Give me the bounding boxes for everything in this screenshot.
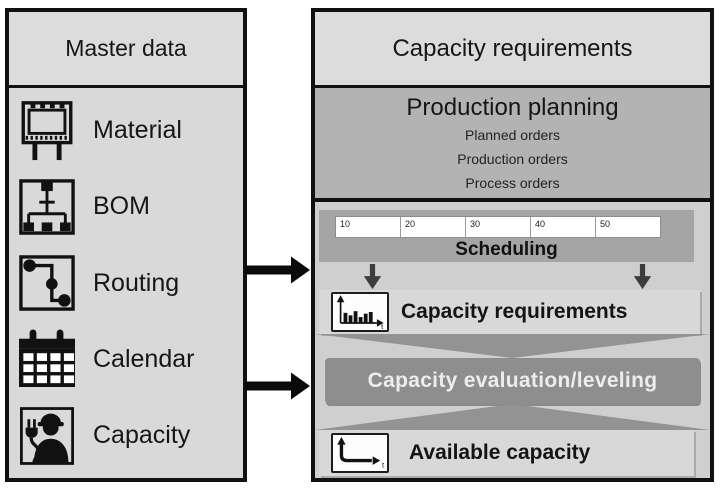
timeline-cell: 10 bbox=[336, 217, 401, 237]
timeline-cell: 40 bbox=[531, 217, 596, 237]
material-icon bbox=[17, 98, 77, 162]
capacity-evaluation-bar: Capacity evaluation/leveling bbox=[325, 358, 700, 404]
master-data-item-calendar: Calendar bbox=[9, 321, 243, 397]
master-data-item-material: Material bbox=[9, 92, 243, 168]
master-data-header: Master data bbox=[9, 12, 243, 88]
available-capacity-row-label: Available capacity bbox=[409, 441, 591, 464]
timeline-cell: 50 bbox=[600, 219, 611, 229]
routing-label: Routing bbox=[93, 268, 180, 297]
bom-icon bbox=[17, 178, 77, 236]
master-data-item-bom: BOM bbox=[9, 168, 243, 244]
order-type-planned: Planned orders bbox=[465, 127, 560, 143]
capacity-requirements-header: Capacity requirements bbox=[315, 12, 710, 88]
capacity-flow-area: 10 20 30 40 50 Scheduling bbox=[315, 202, 710, 478]
capacity-requirements-panel: Capacity requirements Production plannin… bbox=[311, 8, 714, 482]
timeline-cell: 20 bbox=[401, 217, 466, 237]
timeline-bar: 10 20 30 40 50 bbox=[335, 216, 661, 238]
routing-icon bbox=[17, 254, 77, 312]
down-arrow-icon bbox=[363, 264, 382, 290]
time-axis-icon: t bbox=[331, 433, 389, 473]
bom-label: BOM bbox=[93, 192, 150, 221]
funnel-converge-shape bbox=[315, 334, 710, 358]
master-to-capacity-arrow-bottom bbox=[245, 372, 310, 400]
master-data-title: Master data bbox=[65, 35, 187, 61]
time-axis-letter: t bbox=[381, 322, 384, 330]
scheduling-label: Scheduling bbox=[455, 239, 558, 260]
capacity-icon bbox=[17, 405, 77, 467]
master-data-item-capacity: Capacity bbox=[9, 398, 243, 474]
material-label: Material bbox=[93, 115, 182, 144]
capacity-evaluation-label: Capacity evaluation/leveling bbox=[367, 369, 658, 392]
calendar-icon bbox=[17, 329, 77, 389]
time-axis-letter: t bbox=[382, 460, 385, 469]
order-type-process: Process orders bbox=[465, 175, 560, 191]
load-histogram-icon: t bbox=[331, 292, 389, 332]
order-type-production: Production orders bbox=[457, 151, 568, 167]
capacity-requirements-row-label: Capacity requirements bbox=[401, 300, 628, 323]
master-data-panel: Master data Material bbox=[5, 8, 247, 482]
funnel-diverge-shape bbox=[315, 404, 710, 430]
available-capacity-row: t Available capacity bbox=[319, 430, 694, 476]
capacity-requirements-row: t Capacity requirements bbox=[319, 290, 700, 334]
capacity-label: Capacity bbox=[93, 421, 191, 450]
production-planning-box: Production planning Planned orders Produ… bbox=[315, 88, 710, 202]
capacity-requirements-title: Capacity requirements bbox=[392, 34, 633, 62]
scheduling-arrows-row bbox=[362, 264, 653, 290]
master-data-item-routing: Routing bbox=[9, 245, 243, 321]
down-arrow-icon bbox=[633, 264, 652, 290]
production-planning-title: Production planning bbox=[406, 94, 619, 121]
scheduling-band: 10 20 30 40 50 Scheduling bbox=[319, 210, 694, 262]
master-data-items: Material bbox=[9, 88, 243, 478]
calendar-label: Calendar bbox=[93, 344, 195, 373]
master-to-capacity-arrow-top bbox=[245, 256, 310, 284]
timeline-cell: 30 bbox=[466, 217, 531, 237]
